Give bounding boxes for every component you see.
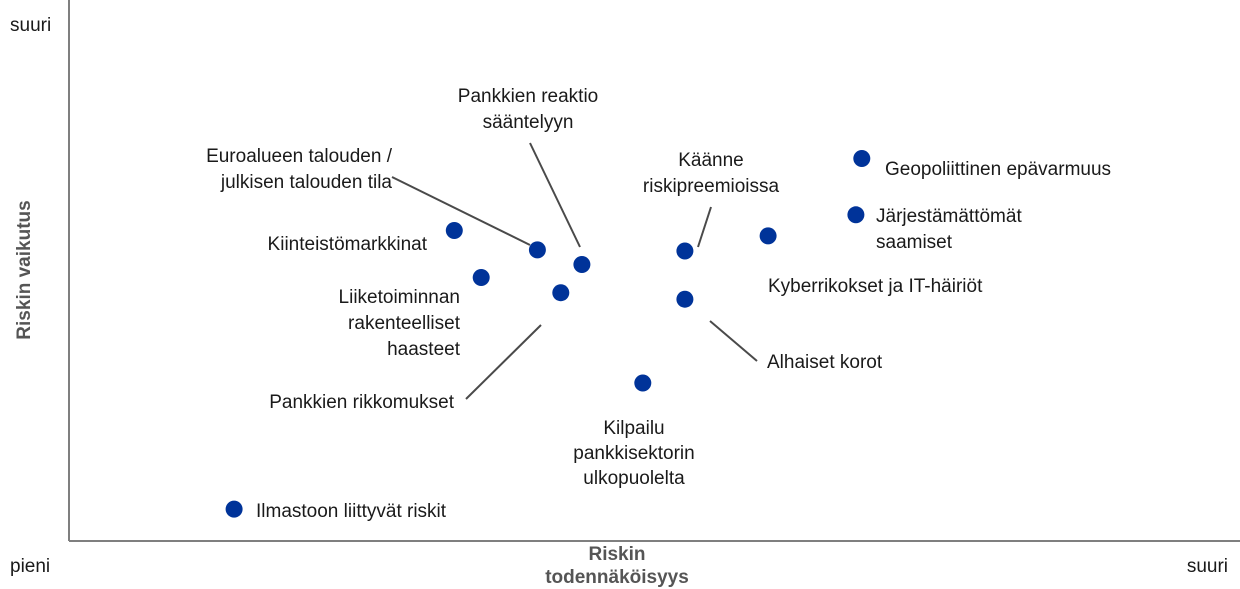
y-axis-title: Riskin vaikutus bbox=[14, 200, 35, 339]
leader-line bbox=[697, 206, 712, 248]
risk-point bbox=[225, 500, 243, 518]
x-axis-high-label: suuri bbox=[1187, 556, 1228, 577]
risk-point bbox=[847, 206, 865, 224]
risk-point bbox=[445, 222, 463, 239]
risk-point bbox=[853, 150, 871, 167]
leader-line bbox=[709, 320, 758, 362]
risk-point-label: Kyberrikokset ja IT-häiriöt bbox=[768, 276, 983, 297]
risk-point bbox=[552, 284, 570, 302]
x-axis-title-line-1: Riskin bbox=[588, 544, 645, 565]
risk-point bbox=[676, 290, 694, 308]
risk-point-label: Euroalueen talouden /julkisen talouden t… bbox=[206, 146, 393, 193]
risk-point-label: Kiinteistömarkkinat bbox=[268, 234, 428, 255]
risk-point bbox=[759, 227, 777, 245]
x-axis-title-line-2: todennäköisyys bbox=[545, 567, 689, 588]
risk-point bbox=[676, 242, 694, 260]
risk-point-label: Geopoliittinen epävarmuus bbox=[885, 159, 1111, 180]
leader-line bbox=[465, 324, 542, 400]
risk-point-label: Pankkien rikkomukset bbox=[269, 392, 455, 413]
leader-line bbox=[391, 176, 531, 246]
risk-point-label: Ilmastoon liittyvät riskit bbox=[256, 501, 447, 522]
x-axis-low-label: pieni bbox=[10, 556, 50, 577]
risk-point bbox=[573, 256, 591, 273]
risk-point bbox=[634, 374, 652, 392]
leader-line bbox=[529, 142, 581, 248]
risk-point-label: Alhaiset korot bbox=[767, 352, 883, 373]
risk-point bbox=[472, 269, 490, 286]
risk-point bbox=[528, 241, 546, 259]
y-axis-high-label: suuri bbox=[10, 15, 51, 36]
